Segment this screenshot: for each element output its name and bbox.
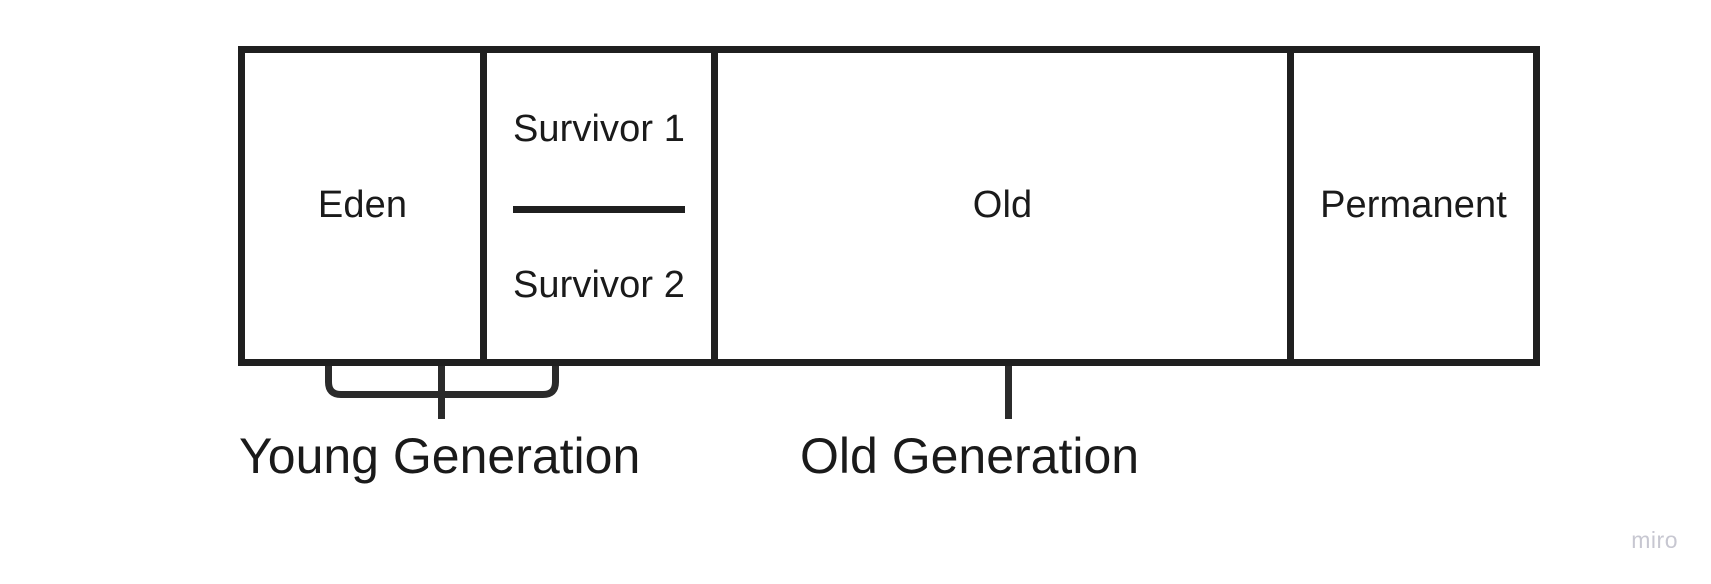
region-label-permanent: Permanent bbox=[1320, 184, 1507, 227]
old-generation-label: Old Generation bbox=[800, 428, 1140, 484]
memory-region-survivor-1[interactable]: Survivor 1 bbox=[513, 53, 685, 206]
region-label-eden: Eden bbox=[317, 184, 408, 227]
memory-region-eden[interactable]: Eden bbox=[245, 53, 480, 359]
region-label-survivor-2: Survivor 2 bbox=[512, 264, 686, 307]
memory-region-old[interactable]: Old bbox=[718, 53, 1287, 359]
young-generation-label: Young Generation bbox=[239, 428, 641, 484]
memory-region-survivors: Survivor 1 Survivor 2 bbox=[480, 53, 718, 359]
memory-region-permanent[interactable]: Permanent bbox=[1287, 53, 1533, 359]
young-generation-connector-stem bbox=[438, 366, 445, 419]
miro-watermark: miro bbox=[1631, 527, 1678, 553]
memory-region-survivor-2[interactable]: Survivor 2 bbox=[512, 206, 686, 359]
region-label-survivor-1: Survivor 1 bbox=[512, 107, 686, 150]
old-generation-connector-stem bbox=[1005, 366, 1012, 419]
region-label-old: Old bbox=[972, 184, 1033, 227]
memory-bar: Eden Survivor 1 Survivor 2 Old Permanent bbox=[238, 46, 1540, 366]
